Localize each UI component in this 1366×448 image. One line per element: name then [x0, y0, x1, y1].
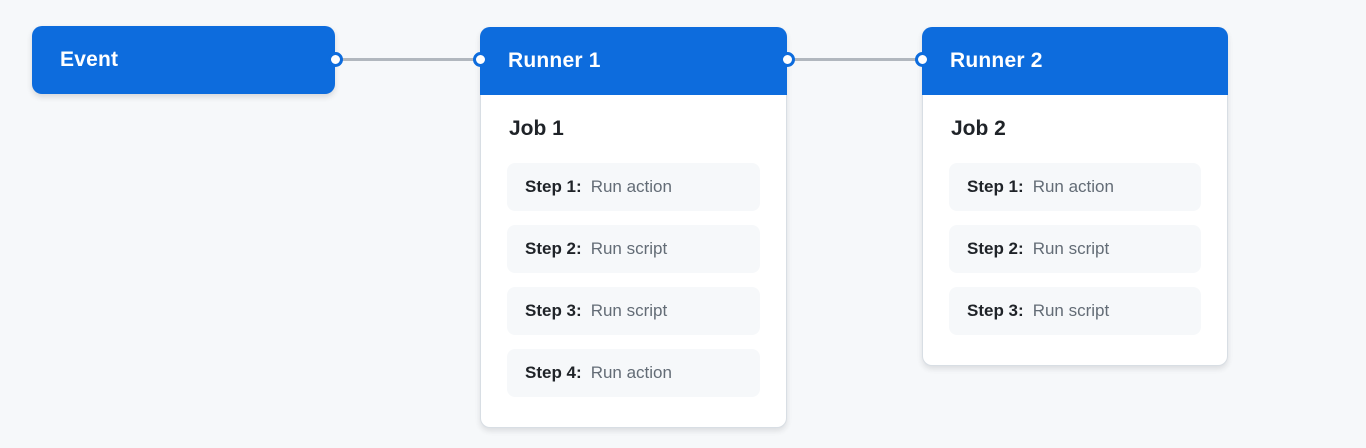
- job1-step-row: Step 1: Run action: [507, 163, 760, 211]
- step-label: Step 3:: [967, 301, 1024, 320]
- step-value: Run script: [1032, 239, 1110, 258]
- step-value: Run script: [590, 301, 668, 320]
- connector-dot: [473, 52, 488, 67]
- step-label: Step 3:: [525, 301, 582, 320]
- step-value: Run script: [590, 239, 668, 258]
- runner2-title: Runner 2: [950, 49, 1043, 72]
- job1-title: Job 1: [509, 117, 564, 140]
- job2-step-row: Step 3: Run script: [949, 287, 1201, 335]
- runner2-card: Runner 2 Job 2 Step 1: Run action Step 2…: [922, 27, 1228, 366]
- step-label: Step 2:: [967, 239, 1024, 258]
- runner1-card: Runner 1 Job 1 Step 1: Run action Step 2…: [480, 27, 787, 428]
- step-value: Run action: [1032, 177, 1114, 196]
- event-node-label: Event: [60, 48, 119, 71]
- step-label: Step 4:: [525, 363, 582, 382]
- job2-step-row: Step 2: Run script: [949, 225, 1201, 273]
- runner1-body: Job 1 Step 1: Run action Step 2: Run scr…: [481, 95, 786, 427]
- step-label: Step 1:: [525, 177, 582, 196]
- runner2-body: Job 2 Step 1: Run action Step 2: Run scr…: [923, 95, 1227, 365]
- connector-line-runner1-runner2: [787, 58, 922, 61]
- step-label: Step 2:: [525, 239, 582, 258]
- connector-dot: [328, 52, 343, 67]
- step-value: Run script: [1032, 301, 1110, 320]
- job1-step-row: Step 4: Run action: [507, 349, 760, 397]
- job1-step-row: Step 2: Run script: [507, 225, 760, 273]
- connector-line-event-runner1: [335, 58, 480, 61]
- connector-dot: [780, 52, 795, 67]
- event-node: Event: [32, 26, 335, 94]
- job2-step-row: Step 1: Run action: [949, 163, 1201, 211]
- connector-dot: [915, 52, 930, 67]
- job2-title: Job 2: [951, 117, 1006, 140]
- runner1-header: Runner 1: [480, 27, 787, 95]
- runner1-title: Runner 1: [508, 49, 601, 72]
- step-label: Step 1:: [967, 177, 1024, 196]
- step-value: Run action: [590, 363, 672, 382]
- step-value: Run action: [590, 177, 672, 196]
- job1-step-row: Step 3: Run script: [507, 287, 760, 335]
- runner2-header: Runner 2: [922, 27, 1228, 95]
